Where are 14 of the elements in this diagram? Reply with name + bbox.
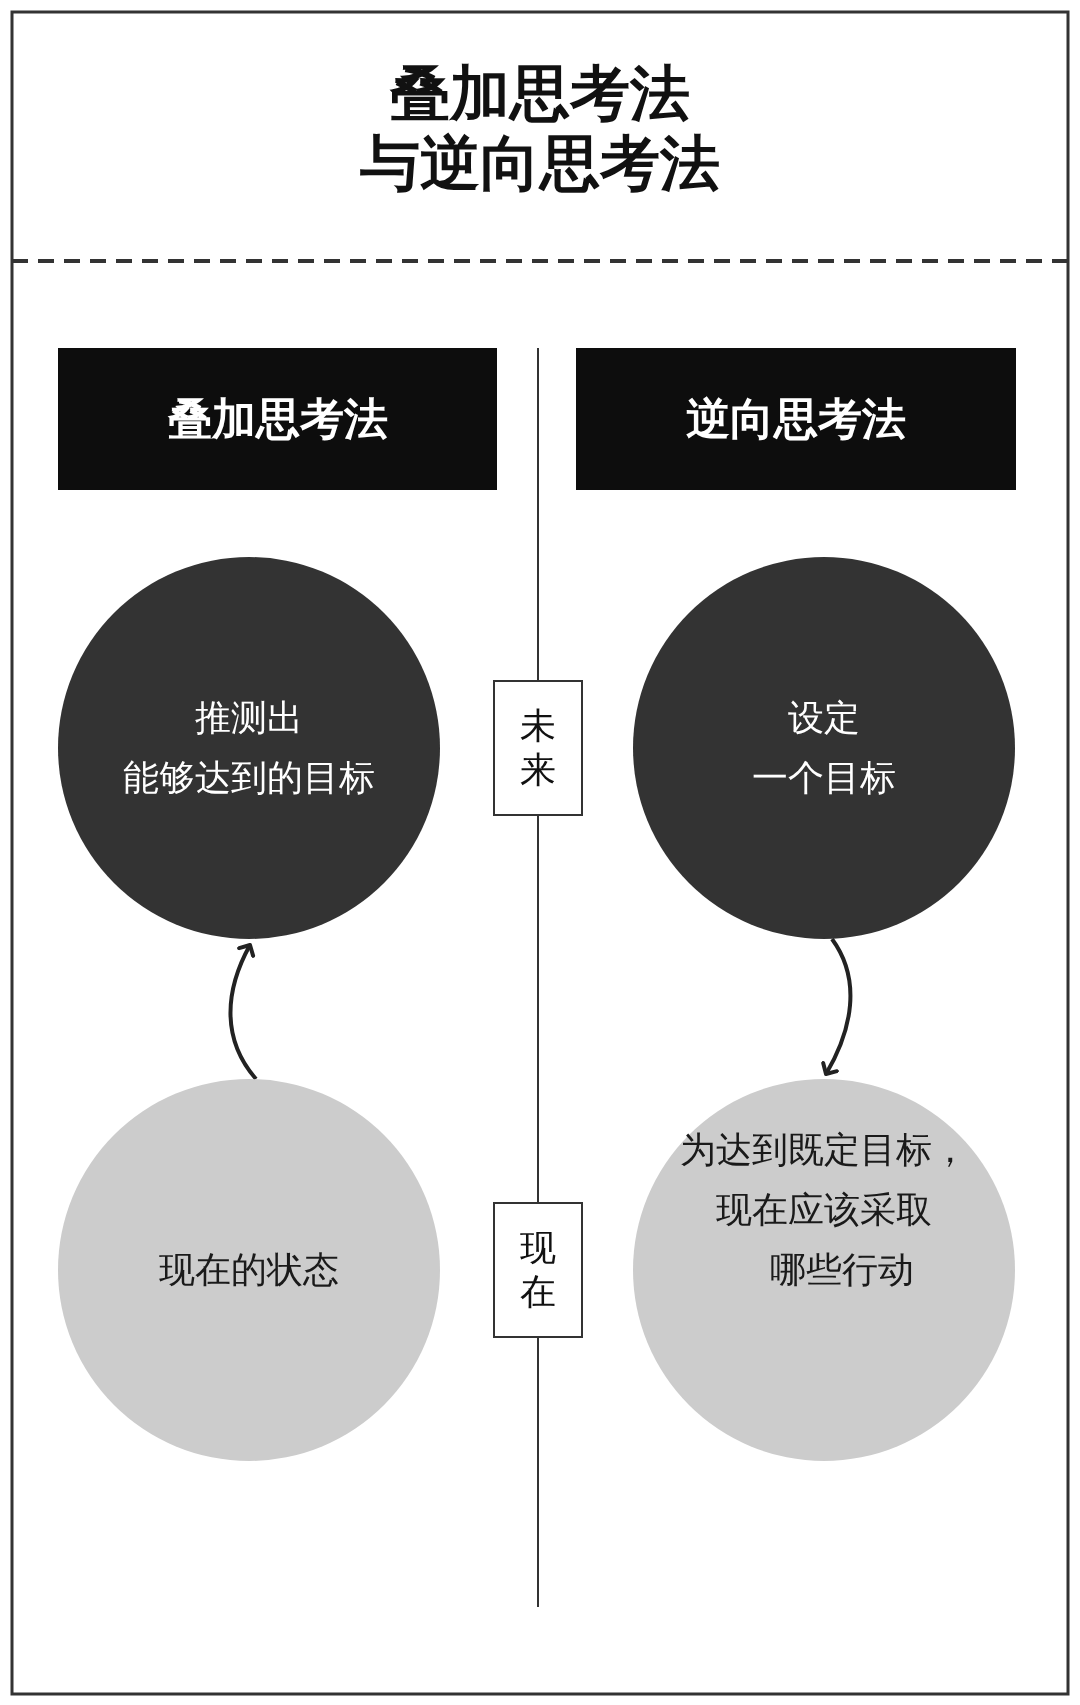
header-bar: [58, 348, 497, 490]
header-text: 逆向思考法: [686, 391, 906, 446]
time-text: 现在: [519, 1226, 557, 1314]
circle-text: 设定一个目标: [751, 696, 897, 800]
time-tag: [493, 1202, 583, 1338]
circle-text: 现在的状态: [158, 1248, 340, 1292]
header-text: 叠加思考法: [167, 391, 388, 446]
curved-arrow: [228, 943, 258, 1081]
header-bar: [576, 348, 1016, 490]
circle-text: 为达到既定目标，现在应该采取哪些行动: [679, 1128, 969, 1292]
time-tag: [493, 680, 583, 816]
circle-text: 推测出能够达到的目标: [122, 696, 376, 800]
title: 叠加思考法与逆向思考法: [359, 58, 721, 198]
time-text: 未来: [519, 704, 557, 792]
